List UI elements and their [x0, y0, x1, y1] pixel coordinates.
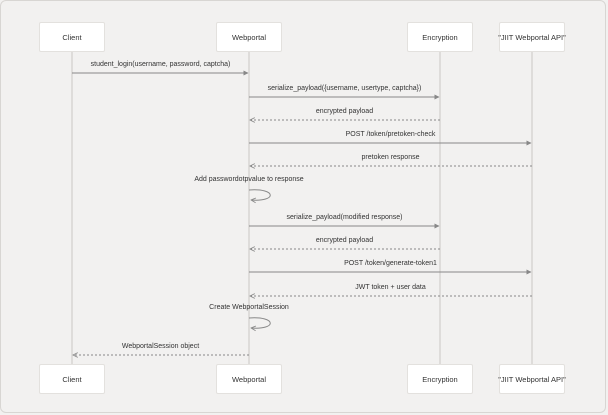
participant-bottom-0: Client: [39, 364, 105, 394]
participant-bottom-2: Encryption: [407, 364, 473, 394]
message-label: Create WebportalSession: [209, 304, 289, 311]
participant-top-2: Encryption: [407, 22, 473, 52]
message-label: pretoken response: [361, 154, 420, 161]
message-label: serialize_payload({username, usertype, c…: [267, 85, 422, 92]
message-label: Add passwordotpvalue to response: [194, 176, 304, 183]
message-label: encrypted payload: [315, 108, 374, 115]
self-message-arrow: [248, 189, 271, 200]
message-label: POST /token/pretoken-check: [345, 131, 436, 138]
participant-top-1: Webportal: [216, 22, 282, 52]
participant-bottom-3: "JIIT Webportal API": [498, 364, 566, 394]
message-label: serialize_payload(modified response): [286, 214, 403, 221]
message-label: POST /token/generate-token1: [344, 260, 437, 267]
participant-top-0: Client: [39, 22, 105, 52]
participant-top-3: "JIIT Webportal API": [498, 22, 566, 52]
message-label: student_login(username, password, captch…: [90, 61, 231, 68]
message-label: encrypted payload: [315, 237, 374, 244]
self-message-arrow: [248, 317, 271, 328]
message-label: JWT token + user data: [355, 284, 426, 291]
message-label: WebportalSession object: [121, 343, 200, 350]
participant-bottom-1: Webportal: [216, 364, 282, 394]
